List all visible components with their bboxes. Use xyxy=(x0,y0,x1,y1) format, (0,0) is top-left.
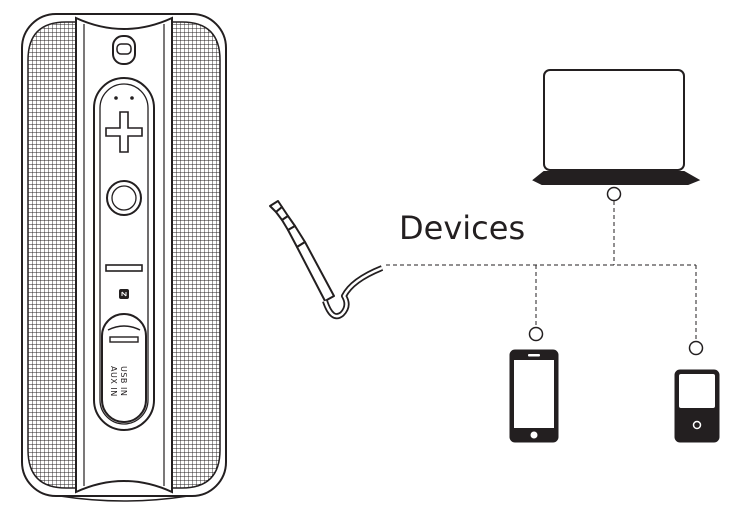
devices-label: Devices xyxy=(399,209,526,247)
indicator-led xyxy=(114,96,118,100)
smartphone-icon xyxy=(509,349,559,443)
laptop-base xyxy=(532,171,701,185)
power-icon[interactable] xyxy=(106,180,142,216)
indicator-led xyxy=(130,96,134,100)
speaker xyxy=(21,13,227,502)
audio-player-button xyxy=(692,420,702,430)
connection-lines xyxy=(386,201,697,342)
connection-node xyxy=(606,186,622,202)
port-cover[interactable] xyxy=(101,313,147,423)
speaker-grille-right xyxy=(171,21,221,489)
laptop-icon xyxy=(532,69,701,185)
speaker-grille-left xyxy=(27,21,77,489)
connection-node xyxy=(528,326,544,342)
audio-player-screen xyxy=(679,374,715,408)
nfc-icon xyxy=(119,289,129,299)
smartphone-screen xyxy=(514,360,554,428)
smartphone-home-button xyxy=(530,431,538,439)
plus-icon[interactable] xyxy=(105,111,143,153)
audio-player-icon xyxy=(674,369,720,443)
aux-in-label: AUX IN xyxy=(109,366,118,397)
minus-icon[interactable] xyxy=(105,264,143,272)
connection-node xyxy=(688,340,704,356)
usb-in-label: USB IN xyxy=(119,366,128,397)
laptop-screen xyxy=(543,69,685,171)
port-cover-tab xyxy=(109,336,139,343)
aux-cable-icon xyxy=(269,200,384,320)
